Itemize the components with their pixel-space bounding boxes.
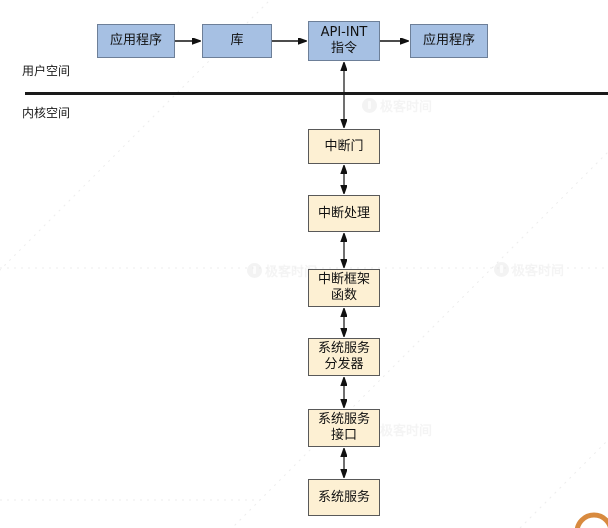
corner-accent-arc bbox=[575, 512, 608, 528]
node-api-int-instruction[interactable]: API-INT 指令 bbox=[308, 21, 380, 61]
geekbang-logo-icon bbox=[247, 263, 262, 278]
watermark: 极客时间 bbox=[494, 260, 564, 279]
node-app-right[interactable]: 应用程序 bbox=[410, 24, 488, 58]
node-system-service-dispatcher[interactable]: 系统服务 分发器 bbox=[308, 338, 380, 376]
kernel-space-label: 内核空间 bbox=[22, 106, 71, 120]
watermark-label: 极客时间 bbox=[380, 424, 433, 439]
node-interrupt-handling[interactable]: 中断处理 bbox=[308, 195, 380, 232]
geekbang-logo-icon bbox=[494, 262, 509, 277]
user-space-label: 用户空间 bbox=[22, 64, 71, 78]
watermark: 极客时间 bbox=[362, 96, 432, 115]
node-interrupt-frame-function[interactable]: 中断框架 函数 bbox=[308, 269, 380, 307]
node-app-left[interactable]: 应用程序 bbox=[97, 24, 175, 58]
watermark-label: 极客时间 bbox=[512, 264, 565, 279]
watermark-label: 极客时间 bbox=[380, 100, 433, 115]
geekbang-logo-icon bbox=[362, 98, 377, 113]
watermark: 极客时间 bbox=[247, 261, 317, 280]
node-system-service[interactable]: 系统服务 bbox=[308, 479, 380, 516]
node-interrupt-gate[interactable]: 中断门 bbox=[308, 129, 380, 164]
node-system-service-interface[interactable]: 系统服务 接口 bbox=[308, 409, 380, 447]
node-library[interactable]: 库 bbox=[202, 24, 272, 58]
user-kernel-divider bbox=[25, 92, 608, 95]
